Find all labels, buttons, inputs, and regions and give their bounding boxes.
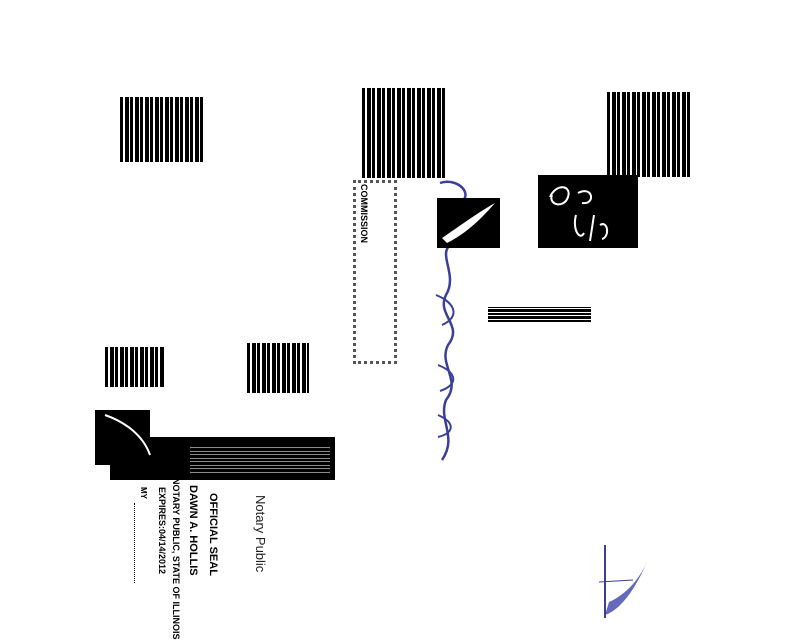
redacted-bar-middle-right: [488, 307, 591, 322]
seal-my-label: MY: [139, 487, 148, 499]
seal-title: OFFICIAL SEAL: [207, 493, 219, 576]
redacted-block-top-middle: [362, 88, 446, 178]
seal-name: DAWN A. HOLLIS: [187, 485, 199, 576]
seal-stroke-white: [104, 414, 151, 456]
redacted-block-top-left: [120, 97, 205, 162]
seal-state-line: NOTARY PUBLIC, STATE OF ILLINOIS: [171, 478, 181, 640]
seal-expires: EXPIRES:04/14/2012: [157, 487, 167, 575]
initials-graphic: [549, 186, 608, 242]
signature-stroke-white: [442, 203, 495, 243]
ink-mark-bottom-right: [598, 545, 647, 618]
redacted-block-lower-left: [105, 347, 165, 387]
redacted-block-lower-middle: [247, 343, 309, 393]
commission-label: COMMISSION: [359, 184, 369, 244]
seal-dotted-line: [134, 503, 135, 583]
commission-stamp-box: [353, 180, 397, 364]
redacted-block-top-right: [607, 92, 691, 177]
seal-redacted-strip: [190, 445, 330, 475]
initials-image-block: [538, 175, 638, 248]
notary-public-caption: Notary Public: [253, 495, 268, 573]
